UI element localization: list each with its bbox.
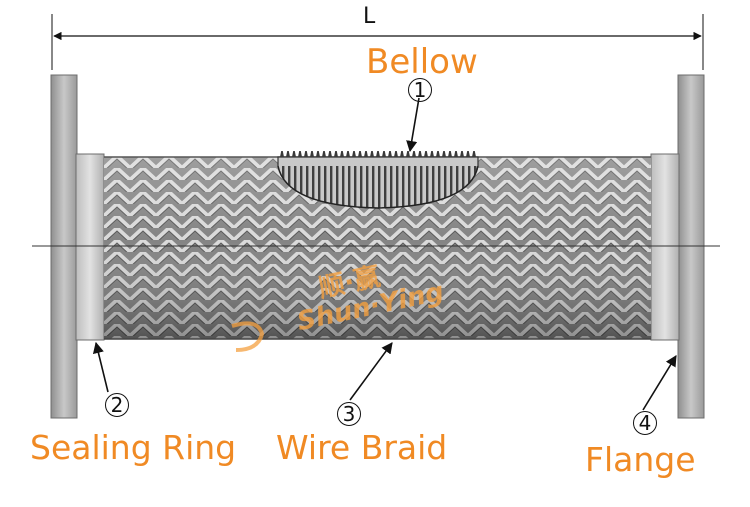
label-wire-braid: Wire Braid [276, 428, 448, 467]
marker-2: 2 [105, 393, 129, 417]
leader-flange [642, 355, 677, 411]
left-sealing-ring [75, 153, 105, 341]
label-bellow: Bellow [366, 42, 478, 82]
leader-bellow [406, 97, 420, 153]
marker-1: 1 [408, 78, 432, 102]
marker-4: 4 [633, 411, 657, 435]
dimension-label: L [363, 4, 376, 29]
leader-sealing-ring [92, 341, 109, 393]
bellow-corrugation-top [280, 151, 476, 157]
right-sealing-ring [650, 153, 680, 341]
leader-wire-braid [349, 342, 393, 401]
marker-3: 3 [337, 402, 361, 426]
label-flange: Flange [585, 440, 696, 479]
label-sealing-ring: Sealing Ring [30, 428, 237, 467]
watermark-logo-icon [231, 321, 265, 352]
